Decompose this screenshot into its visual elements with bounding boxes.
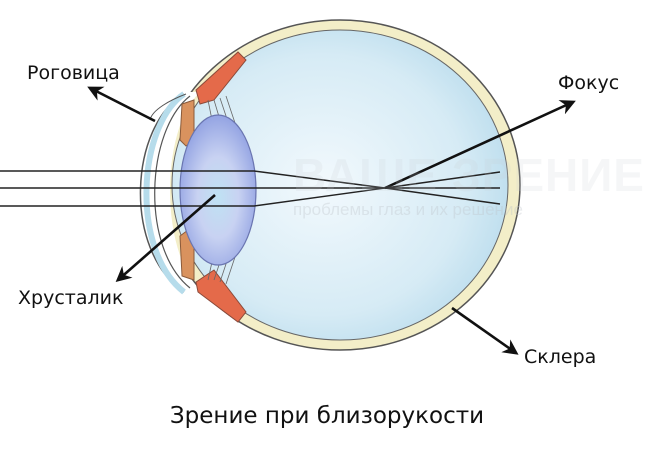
cornea-arrow — [87, 86, 156, 123]
sclera — [159, 19, 521, 351]
light-rays — [0, 170, 501, 207]
watermark-title: ВАШЕ ЗРЕНИЕ — [293, 149, 645, 201]
sclera-arrow — [451, 306, 519, 355]
focus-arrow — [384, 100, 576, 190]
lens-arrow — [115, 194, 216, 283]
diagram-caption: Зрение при близорукости — [169, 403, 485, 429]
label-sclera: Склера — [524, 346, 597, 368]
lens — [179, 114, 257, 266]
watermark-subtitle: проблемы глаз и их решение — [293, 200, 523, 219]
cornea — [139, 91, 200, 295]
label-lens: Хрусталик — [18, 287, 124, 309]
pointer-arrows — [87, 86, 576, 355]
label-cornea: Роговица — [27, 62, 120, 84]
ciliary-body — [195, 51, 247, 323]
label-focus: Фокус — [558, 72, 620, 94]
